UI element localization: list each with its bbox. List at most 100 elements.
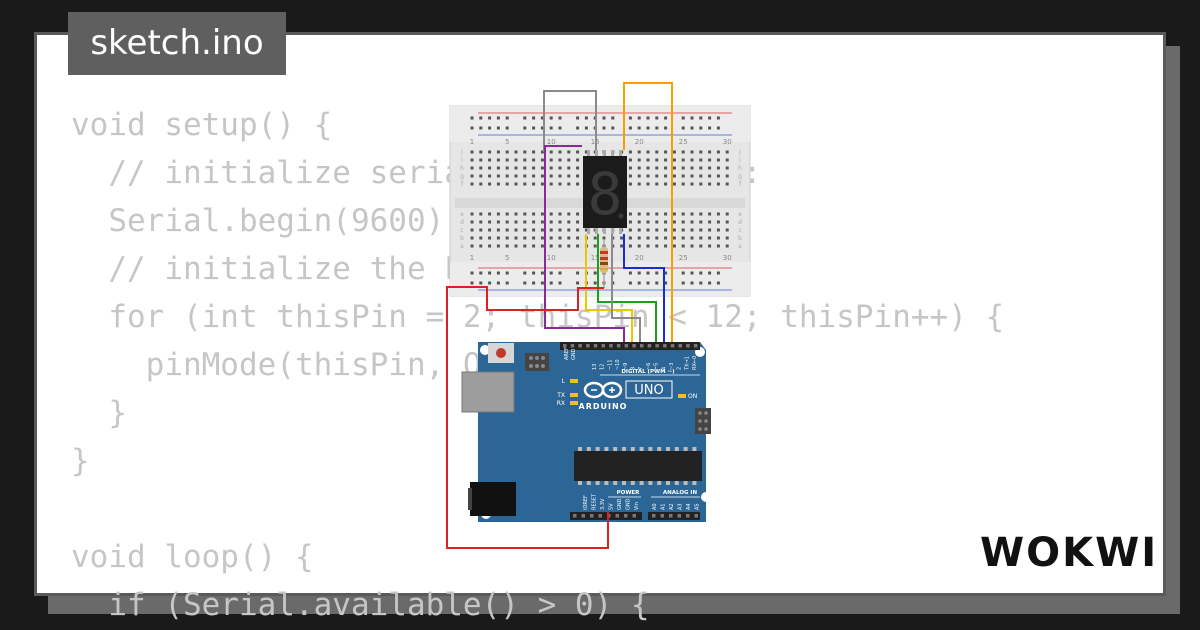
power-pin-label: 5V <box>609 503 615 510</box>
code-line: } <box>71 443 90 479</box>
code-line: void setup() { <box>71 107 333 143</box>
code-line: if (Serial.available() > 0) { <box>71 587 650 623</box>
breadboard-column-number: 30 <box>723 254 732 262</box>
breadboard-column-number: 5 <box>505 254 509 262</box>
breadboard-column-number: 15 <box>591 254 600 262</box>
arduino-brand: ARDUINO <box>579 402 628 411</box>
breadboard-row-letter: f <box>739 181 742 188</box>
power-pin-label: 3.3V <box>600 498 606 510</box>
breadboard-holes <box>470 116 729 285</box>
breadboard-row-letter: f <box>461 181 464 188</box>
digital-pin-label: 7 <box>638 367 644 370</box>
wokwi-logo-text: WOKWI <box>980 530 1158 576</box>
led-rx-label: RX <box>557 400 565 407</box>
code-line: } <box>71 395 127 431</box>
breadboard-row-letter: d <box>460 219 464 226</box>
mount-hole <box>480 345 490 355</box>
code-line: Serial.begin(9600); <box>71 203 463 239</box>
arduino-logo <box>583 381 623 399</box>
digital-pin-label: ~10 <box>615 359 621 370</box>
analog-pin-label: A0 <box>652 503 658 510</box>
digital-pin-label: TX→1 <box>684 356 690 371</box>
display-decimal-point <box>618 213 624 219</box>
reset-button-cap[interactable] <box>496 348 506 358</box>
analog-pin-label: A1 <box>661 503 667 510</box>
analog-pin-label: A2 <box>669 503 675 510</box>
breadboard-row-letter: b <box>738 235 742 242</box>
breadboard-row-letter: i <box>461 157 463 164</box>
analog-pin-label: A5 <box>695 503 701 510</box>
analog-header <box>648 512 700 520</box>
digital-pin-label: ~6 <box>646 363 652 370</box>
wire-blue[interactable] <box>623 234 665 342</box>
breadboard-column-number: 20 <box>635 138 644 146</box>
code-line: void loop() { <box>71 539 314 575</box>
wire-orange[interactable] <box>623 82 673 342</box>
digital-pin-label: 2 <box>677 367 683 370</box>
digital-pin-label: RX←0 <box>692 356 698 370</box>
gnd-label: GND <box>571 348 577 360</box>
breadboard-row-letter: j <box>738 149 741 156</box>
breadboard-row-letter: a <box>460 243 464 250</box>
digital-pin-label: ~3 <box>669 363 675 370</box>
breadboard-column-number: 25 <box>679 254 688 262</box>
filename-tab[interactable]: sketch.ino <box>68 12 286 75</box>
breadboard-column-number: 1 <box>470 138 474 146</box>
power-pin-label: Vin <box>634 502 640 510</box>
digital-pin-label: 4 <box>661 367 667 370</box>
wire-purple[interactable] <box>544 145 625 342</box>
wire-green[interactable] <box>597 234 657 342</box>
digital-pin-label: ~11 <box>607 359 613 370</box>
breadboard-row-letter: b <box>460 235 464 242</box>
wokwi-logo[interactable]: WOKWI <box>976 524 1156 576</box>
wire-red[interactable] <box>446 286 609 549</box>
power-pin-label: RESET <box>592 493 598 510</box>
wires <box>446 82 673 549</box>
power-header <box>570 512 642 520</box>
digital-pin-label: ~9 <box>623 363 629 370</box>
breadboard-row-letter: h <box>738 165 742 172</box>
wire-gray-top[interactable] <box>543 90 597 152</box>
breadboard-column-number: 25 <box>679 138 688 146</box>
breadboard-row-letter: c <box>738 227 741 234</box>
power-pin-label: GND <box>617 498 623 510</box>
analog-pin-label: A3 <box>678 503 684 510</box>
microcontroller-chip <box>574 451 702 481</box>
breadboard-column-number: 30 <box>723 138 732 146</box>
digital-pin-label: ~5 <box>654 363 660 370</box>
breadboard-row-letter: d <box>738 219 742 226</box>
breadboard-row-letter: h <box>460 165 464 172</box>
power-label: POWER <box>617 490 641 496</box>
wire-yellow[interactable] <box>585 234 633 342</box>
power-jack <box>470 482 516 516</box>
digital-pin-label: 12 <box>600 364 606 370</box>
analog-pin-label: A4 <box>686 503 692 510</box>
resistor[interactable] <box>600 240 608 288</box>
power-pin-label: IOREF <box>583 495 589 510</box>
led-l-label: L <box>562 378 566 385</box>
seven-segment-display[interactable]: 8 <box>583 150 627 234</box>
breadboard-row-letter: c <box>460 227 463 234</box>
icsp-header <box>525 353 549 371</box>
analog-label: ANALOG IN <box>663 490 698 496</box>
breadboard-row-letter: a <box>738 243 742 250</box>
usb-port <box>461 371 515 413</box>
breadboard-column-number: 10 <box>547 254 556 262</box>
breadboard-column-number: 20 <box>635 254 644 262</box>
display-digit: 8 <box>588 160 623 228</box>
breadboard-row-letter: i <box>739 157 741 164</box>
wire-gray-bottom[interactable] <box>611 234 641 342</box>
status-leds <box>570 379 686 405</box>
breadboard-row-letter: g <box>738 173 742 180</box>
digital-pin-label: 13 <box>592 364 598 370</box>
uno-label: UNO <box>634 383 663 398</box>
icsp-header-2 <box>695 408 711 434</box>
breadboard-column-number: 5 <box>505 138 509 146</box>
power-pin-label: GND <box>626 498 632 510</box>
